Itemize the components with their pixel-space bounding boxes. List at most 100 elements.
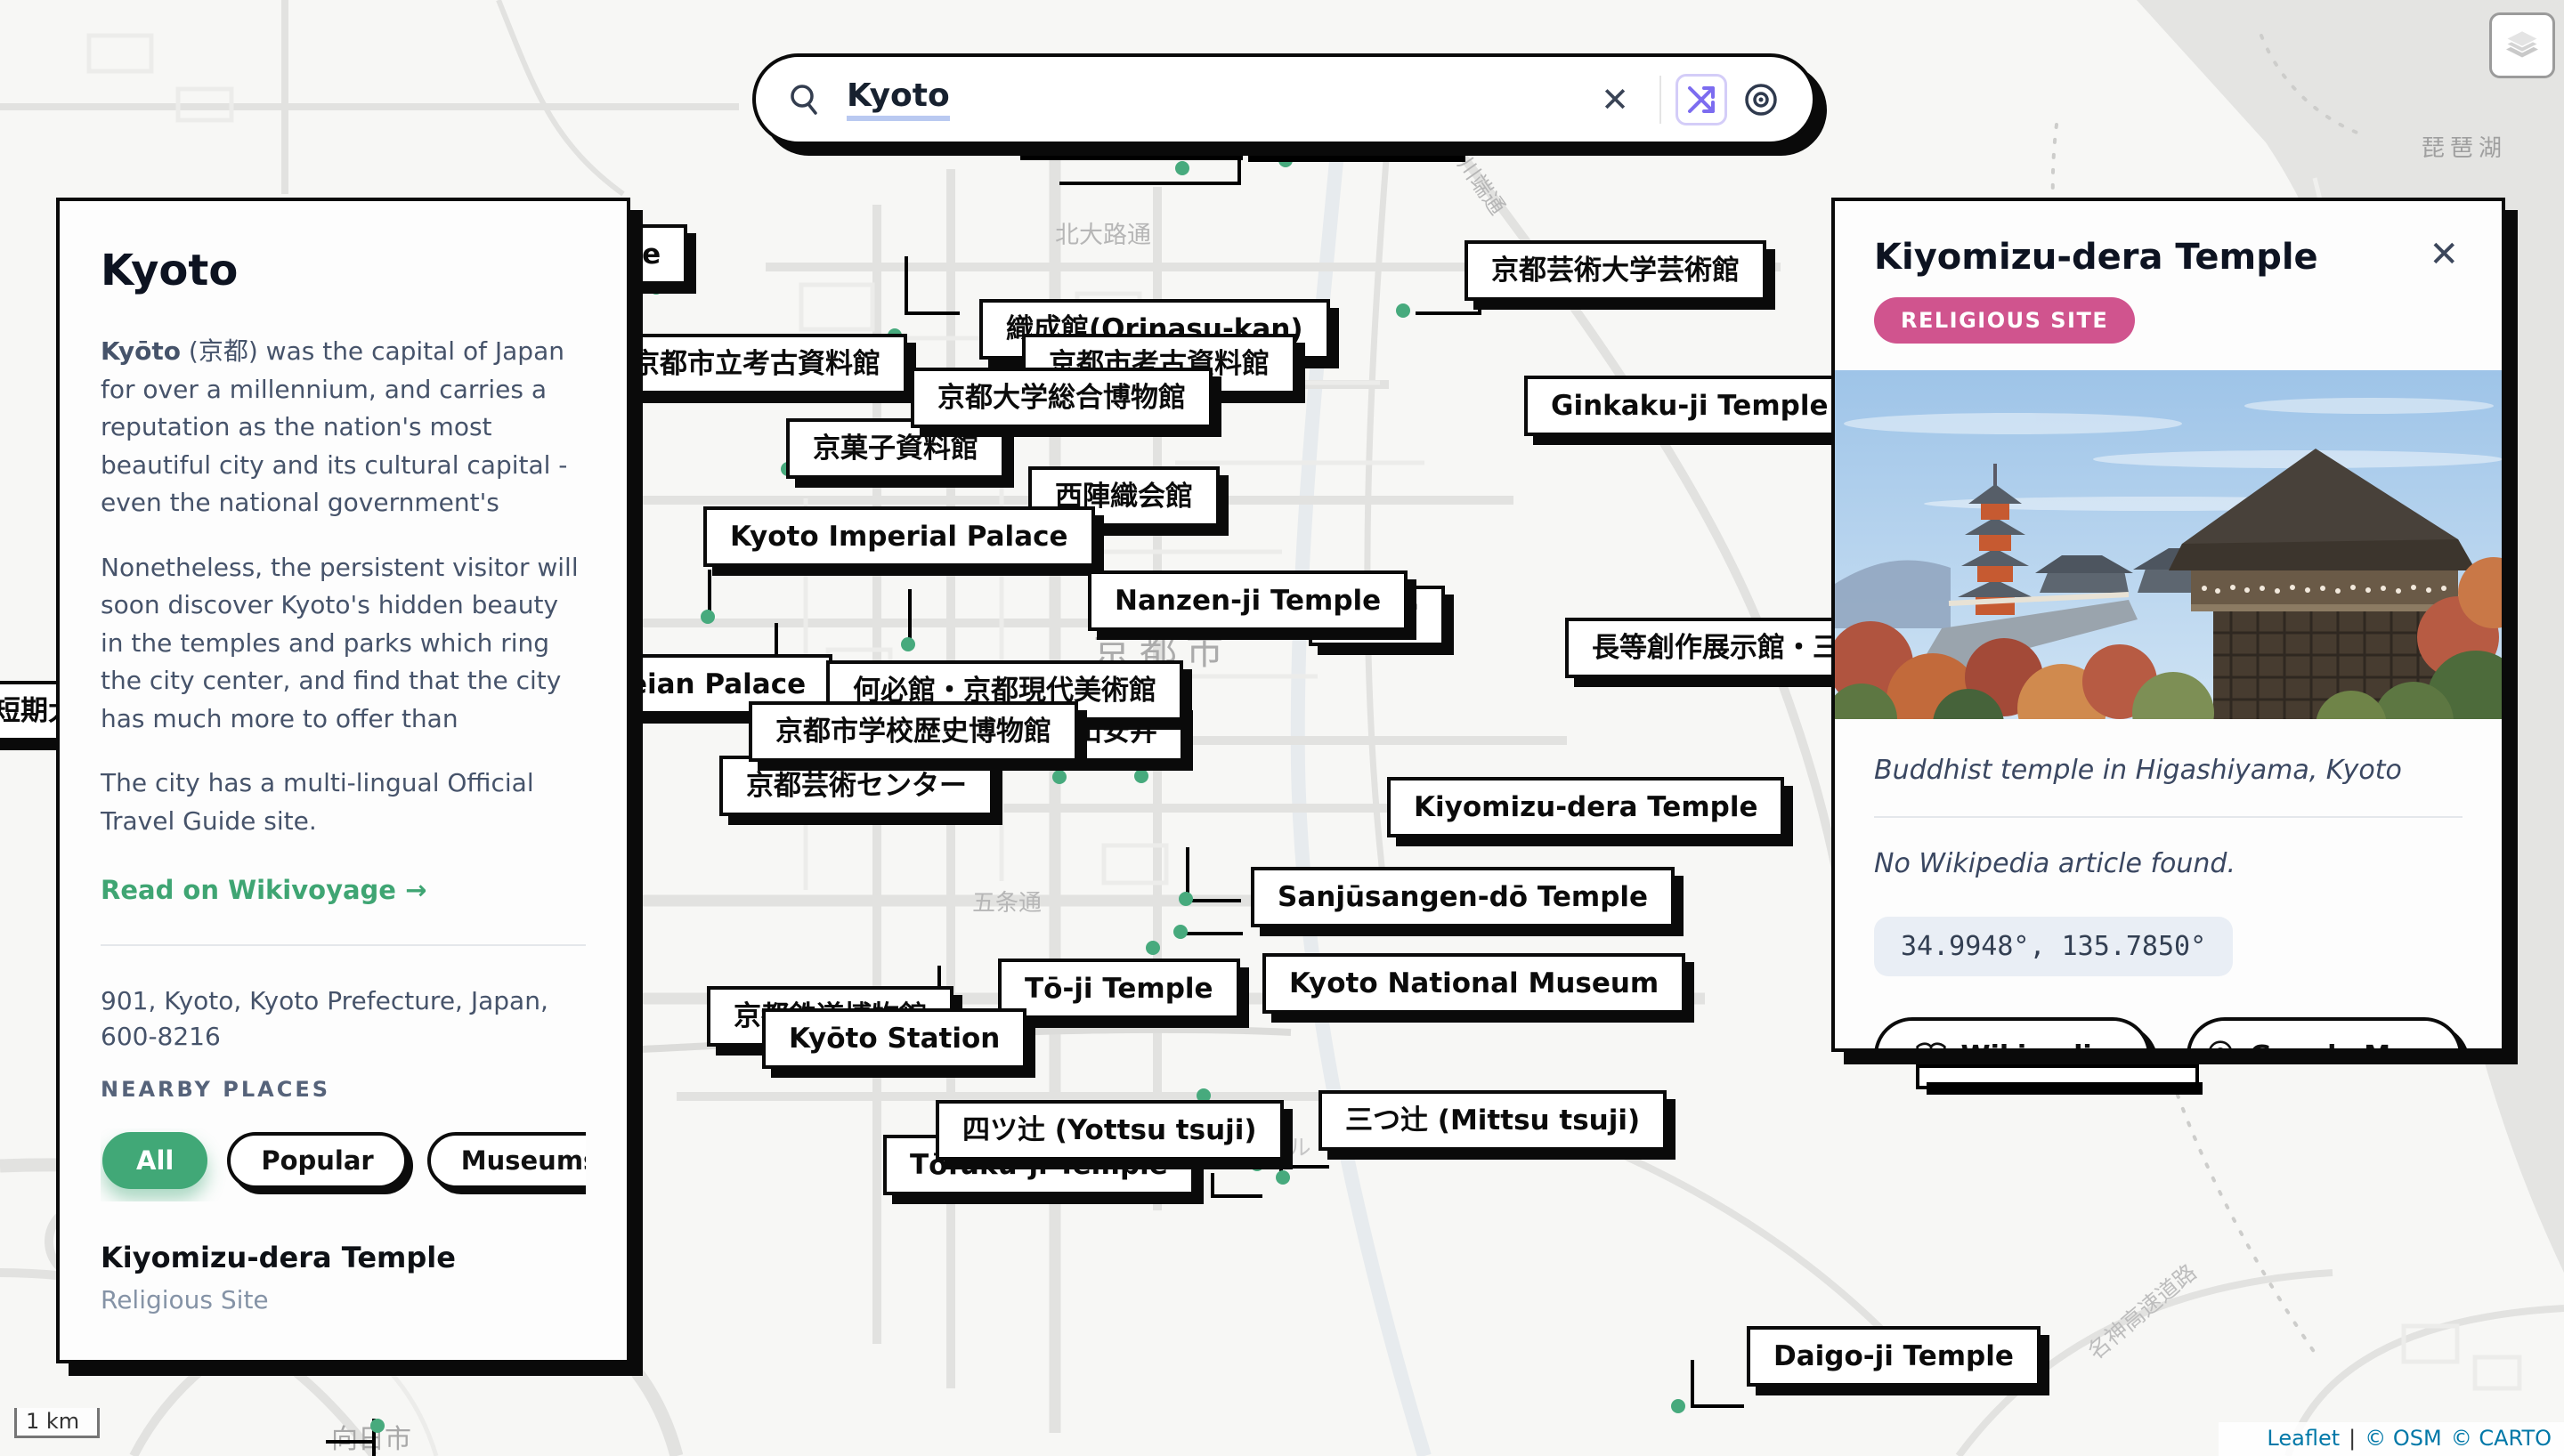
connector-line (708, 570, 714, 616)
osm-link[interactable]: © OSM (2365, 1426, 2442, 1451)
description-paragraph: The city has a multi-lingual Official Tr… (101, 768, 534, 837)
button-label: Wikipedia (1961, 1040, 2110, 1049)
map-label[interactable]: 西陣織会館 (1028, 466, 1220, 528)
connector-line (372, 1440, 378, 1456)
divider (101, 943, 586, 946)
connector-line (326, 1419, 376, 1444)
map-label[interactable]: 三つ辻 (Mittsu tsuji) (1319, 1090, 1667, 1152)
bold-lead: Kyōto (101, 336, 182, 366)
button-label: Google Maps (2250, 1040, 2444, 1049)
map-label[interactable]: 京都芸術大学芸術館 (1465, 240, 1766, 302)
map-attribution: Leaflet | © OSM © CARTO (2219, 1422, 2564, 1456)
map-marker[interactable] (901, 637, 915, 651)
map-marker[interactable] (1179, 892, 1193, 906)
map-label[interactable]: 四ツ辻 (Yottsu tsuji) (936, 1100, 1284, 1161)
search-icon (791, 84, 817, 115)
map-marker[interactable] (1396, 303, 1410, 318)
connector-line (1691, 1360, 1744, 1408)
book-icon (1915, 1042, 1946, 1048)
map-label[interactable]: Nanzen-ji Temple (1088, 570, 1408, 632)
close-button[interactable]: ✕ (2429, 234, 2459, 275)
place-detail-panel: Kiyomizu-dera Temple ✕ RELIGIOUS SITE (1831, 198, 2505, 1052)
map-label[interactable]: Kyōto Station (762, 1008, 1027, 1070)
map-marker[interactable] (1052, 770, 1067, 784)
map-label[interactable]: 京菓子資料館 (786, 418, 1005, 480)
paragraph-text: (京都) was the capital of Japan for over a… (101, 336, 568, 518)
place-description: Buddhist temple in Higashiyama, Kyoto (1874, 755, 2402, 786)
category-badge: RELIGIOUS SITE (1874, 297, 2136, 344)
connector-line (1184, 929, 1243, 935)
wikipedia-status: No Wikipedia article found. (1874, 848, 2235, 879)
filter-chip-popular[interactable]: Popular (227, 1131, 408, 1189)
map-marker[interactable] (1146, 941, 1160, 955)
search-input[interactable]: Kyoto (847, 77, 950, 121)
description-paragraph: Nonetheless, the persistent visitor will… (101, 552, 579, 733)
wikipedia-button[interactable]: Wikipedia (1874, 1017, 2151, 1049)
detail-actions: Wikipedia Google Maps (1874, 1017, 2463, 1049)
random-place-button[interactable] (1676, 73, 1727, 125)
hidden-label-fragment (1927, 1082, 2203, 1095)
scale-bar: 1 km (14, 1408, 100, 1438)
divider (1874, 816, 2463, 818)
filter-chip-museums[interactable]: Museums (426, 1131, 586, 1189)
map-marker[interactable] (1134, 769, 1148, 783)
layers-control[interactable] (2489, 12, 2555, 78)
map-marker[interactable] (1175, 161, 1189, 175)
shuffle-icon (1688, 85, 1715, 113)
description-paragraph: Kyōto (京都) was the capital of Japan for … (101, 333, 586, 522)
road-name-label: 琵琶湖 (2422, 135, 2508, 162)
search-divider (1659, 75, 1661, 124)
map-label[interactable]: 京都市立考古資料館 (605, 334, 907, 395)
map-label[interactable]: Kyoto Imperial Palace (703, 506, 1095, 568)
detail-title: Kiyomizu-dera Temple (1874, 237, 2318, 278)
place-name: Kiyomizu-dera Temple (101, 1240, 456, 1274)
map-label[interactable]: 京都芸術センター (719, 756, 994, 817)
ukraine-flag-icon (2231, 1428, 2258, 1448)
map-label[interactable]: Tō-ji Temple (998, 959, 1240, 1020)
map-label[interactable]: Kyoto National Museum (1262, 953, 1686, 1015)
search-bar[interactable]: Kyoto ✕ (752, 53, 1816, 145)
road-name-label: 北大路通 (1055, 222, 1151, 249)
wikivoyage-link[interactable]: Read on Wikivoyage → (101, 874, 427, 905)
google-maps-button[interactable]: Google Maps (2186, 1017, 2463, 1049)
panel-title: Kyoto (101, 246, 239, 295)
map-label[interactable]: 京都市学校歴史博物館 (749, 701, 1078, 763)
hidden-label-fragment (1020, 142, 1243, 160)
filter-chip-all[interactable]: All (102, 1131, 208, 1189)
place-photo (1835, 370, 2502, 719)
layers-icon (2504, 29, 2540, 58)
road-name-label: 五条通 (972, 890, 1043, 917)
map-marker[interactable] (701, 610, 715, 624)
pin-icon (2209, 1040, 2232, 1048)
map-label[interactable]: Sanjūsangen-dō Temple (1251, 867, 1676, 928)
map-marker[interactable] (1197, 1088, 1211, 1103)
map-marker[interactable] (1671, 1399, 1685, 1413)
carto-link[interactable]: © CARTO (2450, 1426, 2552, 1451)
locate-button[interactable] (1740, 78, 1782, 121)
clear-search-button[interactable]: ✕ (1601, 79, 1629, 119)
map-label[interactable]: Kiyomizu-dera Temple (1387, 777, 1785, 838)
attr-separator: | (2349, 1426, 2357, 1451)
connector-line (1059, 150, 1241, 185)
map-marker[interactable] (370, 1419, 385, 1433)
detail-header: Kiyomizu-dera Temple ✕ (1835, 201, 2502, 278)
connector-line (905, 256, 960, 315)
map-label[interactable]: 京都大学総合博物館 (911, 368, 1213, 429)
map-marker[interactable] (1173, 925, 1188, 939)
map-label[interactable]: Ginkaku-ji Temple (1524, 376, 1855, 437)
place-type: Religious Site (101, 1284, 269, 1314)
connector-line (1186, 847, 1241, 902)
connector-line (1211, 1173, 1262, 1198)
map-label[interactable]: Daigo-ji Temple (1747, 1326, 2041, 1387)
category-filter-chips: AllPopularMuseumsParks (101, 1128, 586, 1201)
map-marker[interactable] (1276, 1170, 1290, 1185)
leaflet-link[interactable]: Leaflet (2267, 1426, 2341, 1451)
address-text: 901, Kyoto, Kyoto Prefecture, Japan, 600… (101, 985, 548, 1052)
nearby-places-heading: NEARBY PLACES (101, 1076, 330, 1102)
connector-line (908, 589, 914, 643)
place-info-panel: Kyoto Kyōto (京都) was the capital of Japa… (56, 198, 630, 1363)
coordinates-chip: 34.9948°, 135.7850° (1874, 917, 2234, 976)
